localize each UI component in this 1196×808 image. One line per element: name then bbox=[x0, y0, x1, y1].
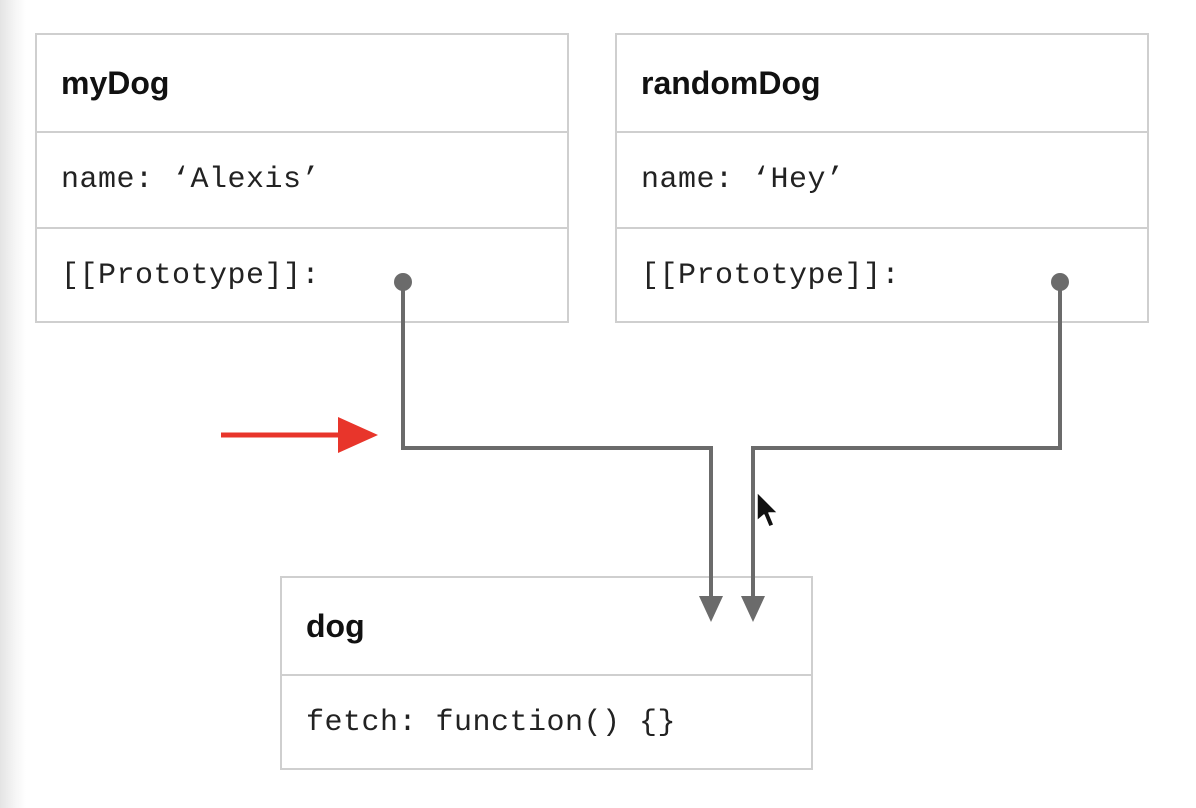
randomdog-box: randomDog name: ‘Hey’ [[Prototype]]: bbox=[615, 33, 1149, 323]
mydog-title: myDog bbox=[61, 64, 170, 101]
dog-header: dog bbox=[282, 578, 811, 674]
mydog-name-row: name: ‘Alexis’ bbox=[37, 131, 567, 227]
mydog-prototype-connector bbox=[401, 282, 713, 598]
randomdog-header: randomDog bbox=[617, 35, 1147, 131]
randomdog-name-text: name: ‘Hey’ bbox=[641, 163, 845, 197]
dog-method-text: fetch: function() {} bbox=[306, 706, 677, 740]
mydog-prototype-row: [[Prototype]]: bbox=[37, 227, 567, 323]
randomdog-prototype-text: [[Prototype]]: bbox=[641, 259, 901, 293]
mouse-cursor-icon bbox=[756, 491, 779, 528]
randomdog-prototype-connector bbox=[751, 282, 1062, 598]
mydog-box: myDog name: ‘Alexis’ [[Prototype]]: bbox=[35, 33, 569, 323]
randomdog-name-row: name: ‘Hey’ bbox=[617, 131, 1147, 227]
randomdog-prototype-row: [[Prototype]]: bbox=[617, 227, 1147, 323]
dog-title: dog bbox=[306, 607, 365, 644]
mydog-header: myDog bbox=[37, 35, 567, 131]
red-arrow-icon bbox=[221, 417, 378, 453]
window-edge-shadow bbox=[0, 0, 26, 808]
dog-box: dog fetch: function() {} bbox=[280, 576, 813, 770]
mydog-name-text: name: ‘Alexis’ bbox=[61, 163, 321, 197]
randomdog-title: randomDog bbox=[641, 64, 821, 101]
dog-method-row: fetch: function() {} bbox=[282, 674, 811, 770]
mydog-prototype-text: [[Prototype]]: bbox=[61, 259, 321, 293]
